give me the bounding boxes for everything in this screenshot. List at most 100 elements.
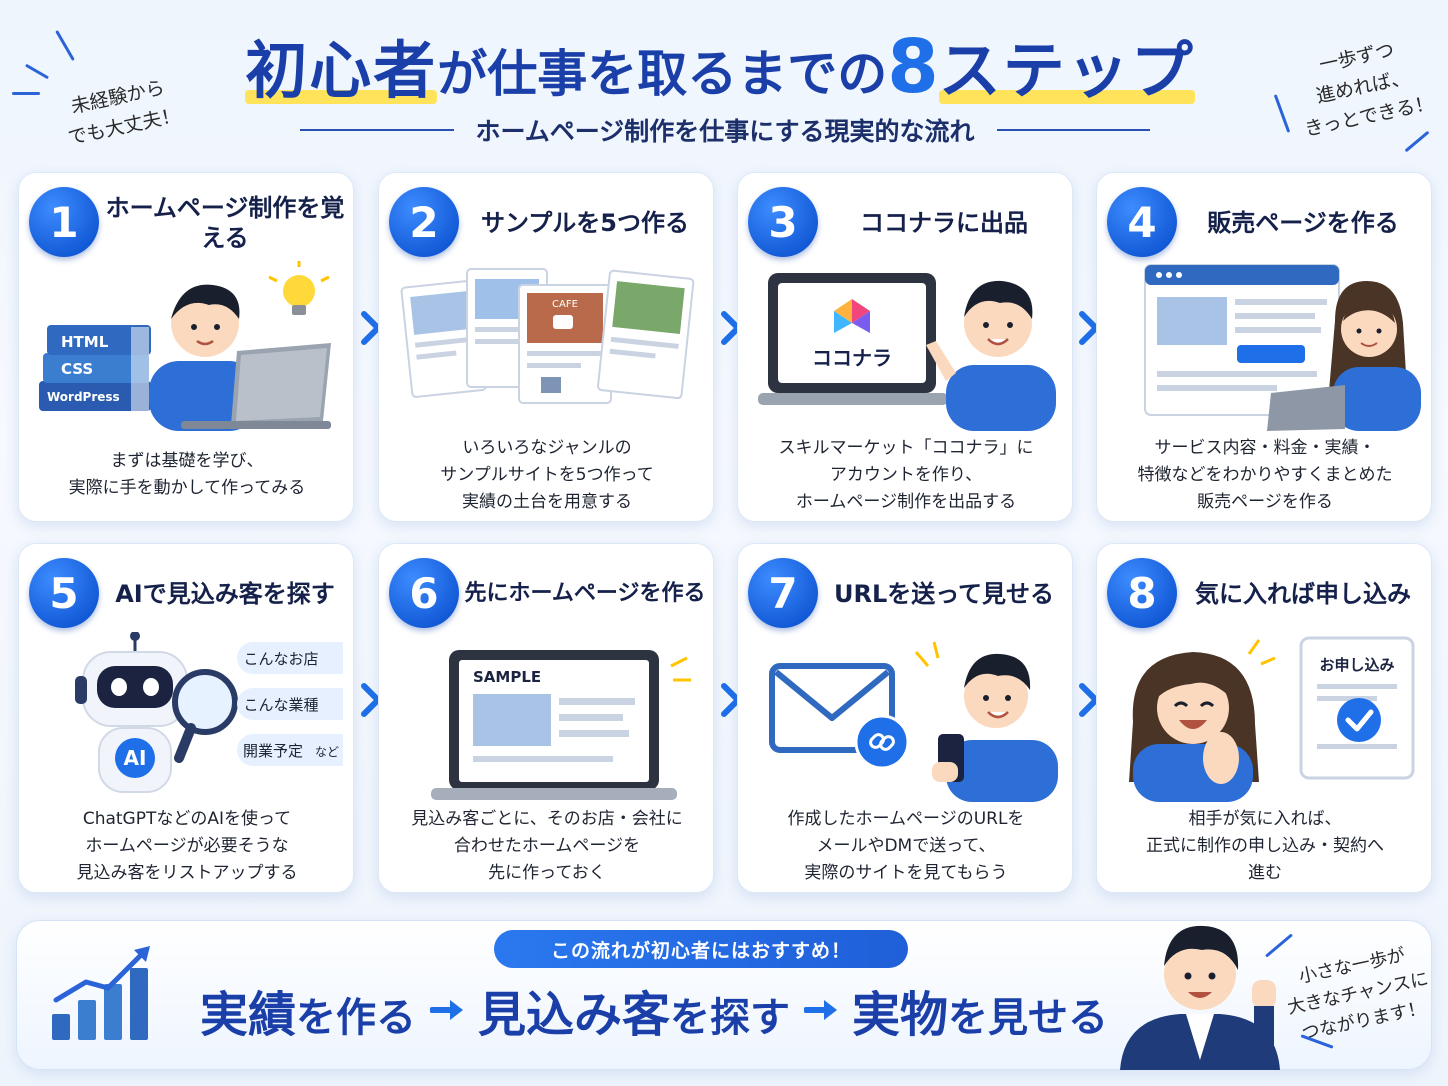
- flow-step-prospects: 見込み客を探す: [474, 975, 795, 1045]
- sparkle-icon: [1247, 639, 1276, 666]
- laptop-icon: [758, 273, 948, 405]
- person-icon: [149, 284, 259, 431]
- flow-step-show: 実物を見せる: [848, 975, 1113, 1045]
- robot-ai-label: AI: [124, 746, 147, 770]
- sample-sites-illustration: CAFE: [400, 268, 695, 404]
- flow-word-main: 見込み客: [478, 987, 671, 1043]
- step-title: AIで見込み客を探す: [115, 580, 335, 608]
- book-label-wordpress: WordPress: [47, 390, 120, 404]
- step-description: いろいろなジャンルの サンプルサイトを5つ作って 実績の土台を用意する: [440, 437, 654, 512]
- step-card-7: 7 URLを送って見せる: [737, 543, 1073, 893]
- person-fist-pump-icon: [1120, 925, 1280, 1070]
- arrow-right-icon: [430, 997, 464, 1023]
- sparkle-icon: [670, 656, 691, 682]
- side-note-right: 一歩ずつ 進めれば、 きっとできる！: [1280, 27, 1445, 146]
- coconala-logo-text: ココナラ: [812, 346, 892, 370]
- ai-robot-illustration: AI こんなお店 こんな業種 開業予定 など: [75, 632, 343, 793]
- sparkle-icon: [914, 641, 940, 667]
- step-description: サービス内容・料金・実績・ 特徴などをわかりやすくまとめた 販売ページを作る: [1137, 437, 1393, 512]
- subtitle-rule-right: [996, 129, 1151, 131]
- flow-word-rest: を作る: [296, 995, 417, 1041]
- step-description: 作成したホームページのURLを メールやDMで送って、 実際のサイトを見てもらう: [787, 808, 1025, 883]
- book-stack-icon: HTML CSS WordPress: [39, 325, 151, 411]
- person-icon: [1129, 652, 1259, 802]
- link-icon: [854, 714, 910, 770]
- step-description: ChatGPTなどのAIを使って ホームページが必要そうな 見込み客をリストアッ…: [76, 808, 298, 883]
- step-card-8: 8 気に入れば申し込み お申し込み: [1096, 543, 1432, 893]
- checkmark-icon: [1337, 698, 1381, 742]
- browser-window-icon: [1144, 264, 1340, 416]
- learning-illustration: HTML CSS WordPress: [39, 261, 331, 431]
- step-card-1: 1 ホームページ制作を覚える HTML CSS WordPress: [18, 172, 354, 522]
- step-description: スキルマーケット「ココナラ」に アカウントを作り、 ホームページ制作を出品する: [778, 437, 1034, 512]
- step-card-5: 5 AIで見込み客を探す AI: [18, 543, 354, 893]
- person-icon: [1267, 281, 1421, 431]
- step-title: 先にホームページを作る: [464, 581, 706, 606]
- step-card-2: 2 サンプルを5つ作る CAFE: [378, 172, 714, 522]
- form-title: お申し込み: [1319, 656, 1394, 674]
- recommend-pill: この流れが初心者にはおすすめ！: [494, 930, 908, 968]
- tag-suffix: など: [315, 745, 339, 759]
- step-title: 販売ページを作る: [1207, 209, 1399, 237]
- laptop-icon: SAMPLE: [431, 650, 677, 800]
- flow-word-main: 実績: [200, 987, 297, 1043]
- step-title: サンプルを5つ作る: [481, 209, 689, 237]
- accent-dash: [12, 92, 40, 95]
- step-description: 見込み客ごとに、そのお店・会社に 合わせたホームページを 先に作っておく: [411, 808, 683, 883]
- book-label-html: HTML: [61, 333, 109, 351]
- title-end: ステップ: [938, 20, 1195, 110]
- step-number-badge: 1: [29, 187, 99, 257]
- step-title: ホームページ制作を覚える: [105, 194, 345, 252]
- tag-label: こんな業種: [243, 696, 318, 714]
- flow-word-main: 実物: [852, 987, 949, 1043]
- step-number-badge: 4: [1107, 187, 1177, 257]
- flow-word-rest: を見せる: [948, 995, 1109, 1041]
- step-title: 気に入れば申し込み: [1195, 580, 1411, 608]
- step-title: URLを送って見せる: [833, 580, 1055, 608]
- step-description: 相手が気に入れば、 正式に制作の申し込み・契約へ 進む: [1146, 808, 1384, 883]
- accent-dash: [1404, 130, 1430, 153]
- step-number-badge: 2: [389, 187, 459, 257]
- page-title: 初心者 が仕事を取るまでの 8 ステップ: [200, 14, 1240, 110]
- sample-page-icon: [597, 269, 695, 400]
- step-number-badge: 6: [389, 558, 459, 628]
- step-description: まずは基礎を学び、 実際に手を動かして作ってみる: [68, 451, 306, 498]
- sales-page-illustration: [1144, 264, 1421, 431]
- cafe-label: CAFE: [552, 299, 578, 310]
- cafe-sample-page-icon: CAFE: [518, 284, 612, 404]
- step-number-badge: 8: [1107, 558, 1177, 628]
- sample-site-laptop-illustration: SAMPLE: [431, 650, 691, 800]
- tag-bubbles: こんなお店 こんな業種 開業予定 など: [237, 642, 343, 766]
- accent-dash: [24, 63, 50, 80]
- robot-icon: AI: [75, 632, 195, 793]
- title-number: 8: [887, 24, 939, 110]
- summary-flow: 実績を作る 見込み客を探す 実物を見せる: [195, 975, 1140, 1045]
- person-icon: [932, 653, 1058, 802]
- magnifier-icon: [172, 669, 238, 763]
- lightbulb-icon: [268, 261, 330, 315]
- send-url-illustration: [769, 641, 1058, 802]
- page-subtitle: ホームページ制作を仕事にする現実的な流れ: [475, 117, 975, 146]
- step-title: ココナラに出品: [860, 209, 1028, 237]
- sample-label: SAMPLE: [473, 668, 541, 686]
- coconala-illustration: ココナラ: [758, 273, 1056, 431]
- tag-label: こんなお店: [243, 650, 318, 668]
- subtitle-row: ホームページ制作を仕事にする現実的な流れ: [300, 112, 1151, 148]
- laptop-icon: [181, 343, 331, 429]
- person-icon: [926, 280, 1056, 431]
- step-card-3: 3 ココナラに出品 ココナラ: [737, 172, 1073, 522]
- arrow-right-icon: [804, 997, 838, 1023]
- accent-dash: [55, 30, 75, 61]
- flow-word-rest: を探す: [670, 995, 791, 1041]
- flow-step-achievements: 実績を作る: [195, 975, 421, 1045]
- side-note-left: 未経験から でも大丈夫！: [41, 67, 200, 157]
- coconala-logo-icon: ココナラ: [812, 299, 892, 370]
- tag-label: 開業予定: [243, 742, 303, 760]
- title-highlight: 初心者: [245, 20, 438, 110]
- step-number-badge: 5: [29, 558, 99, 628]
- step-number-badge: 3: [748, 187, 818, 257]
- book-label-css: CSS: [61, 360, 93, 378]
- growth-chart-icon: [52, 946, 150, 1040]
- step-card-4: 4 販売ページを作る: [1096, 172, 1432, 522]
